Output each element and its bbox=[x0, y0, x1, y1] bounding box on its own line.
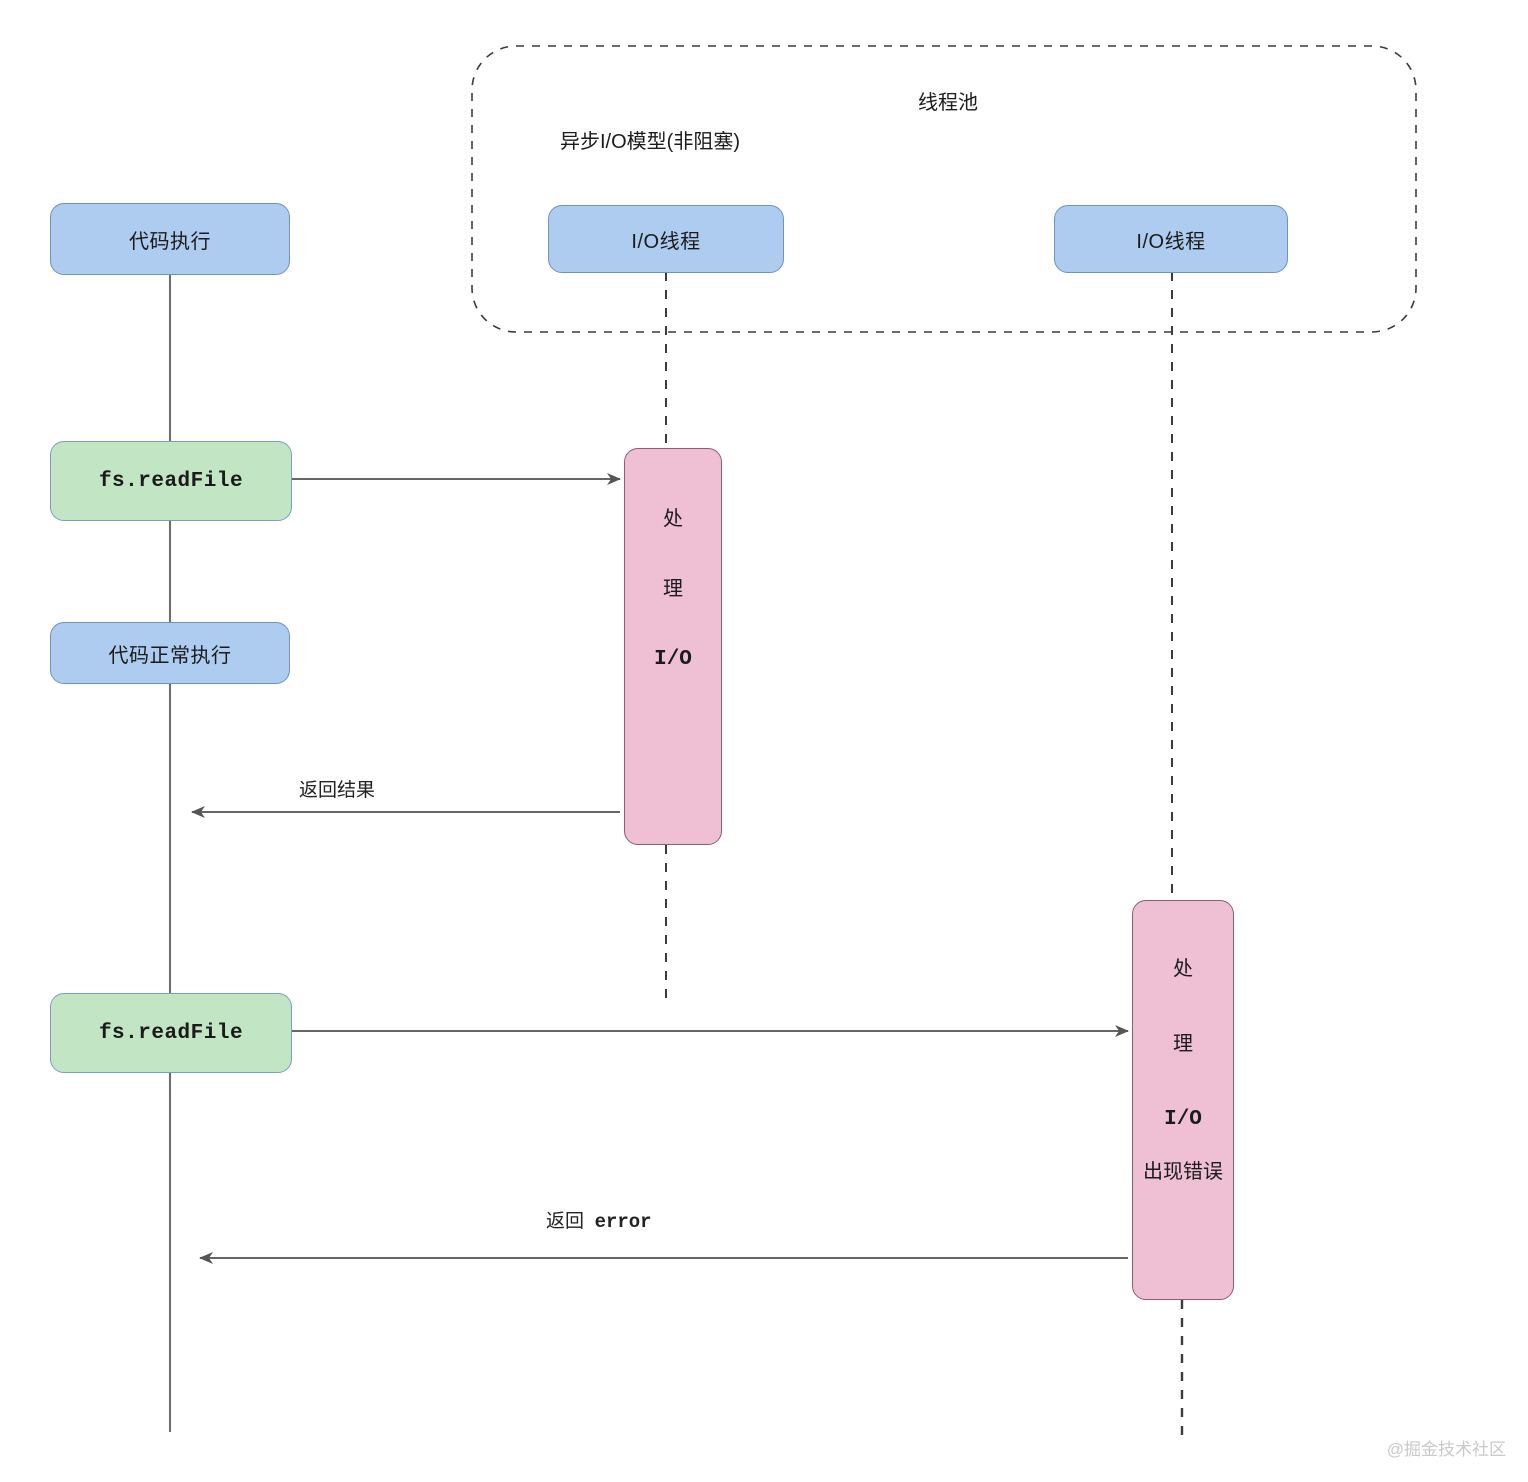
async-io-model-subtitle: 异步I/O模型(非阻塞) bbox=[560, 131, 740, 153]
edge-label-return-error: 返回 error bbox=[546, 1206, 652, 1233]
node-process-io-2-line1: 处 bbox=[1173, 958, 1193, 980]
node-io-thread-1-label: I/O线程 bbox=[631, 230, 701, 253]
node-process-io-2-line4: 出现错误 bbox=[1143, 1161, 1223, 1183]
node-fs-readfile-1-label: fs.readFile bbox=[98, 469, 244, 493]
thread-pool-title: 线程池 bbox=[918, 92, 978, 114]
node-process-io-1-line2: 理 bbox=[663, 578, 683, 600]
node-process-io-1-line3: I/O bbox=[654, 648, 692, 671]
node-process-io-1[interactable]: 处 理 I/O bbox=[624, 448, 722, 845]
node-code-normal-exec-label: 代码正常执行 bbox=[108, 644, 232, 667]
node-process-io-2-line2: 理 bbox=[1173, 1033, 1193, 1055]
node-io-thread-2[interactable]: I/O线程 bbox=[1054, 205, 1288, 273]
node-io-thread-2-label: I/O线程 bbox=[1136, 230, 1206, 253]
node-io-thread-1[interactable]: I/O线程 bbox=[548, 205, 784, 273]
edge-label-return-result: 返回结果 bbox=[299, 780, 376, 801]
node-fs-readfile-2-label: fs.readFile bbox=[98, 1021, 244, 1045]
node-process-io-1-line1: 处 bbox=[663, 508, 683, 530]
node-code-exec[interactable]: 代码执行 bbox=[50, 203, 290, 275]
node-code-normal-exec[interactable]: 代码正常执行 bbox=[50, 622, 290, 684]
edge-label-return-error-en: error bbox=[594, 1211, 652, 1233]
edge-label-return-error-cn: 返回 bbox=[546, 1211, 585, 1232]
node-code-exec-label: 代码执行 bbox=[129, 230, 211, 253]
node-process-io-2-stack: 处 理 I/O 出现错误 bbox=[1133, 959, 1233, 1182]
watermark: @掘金技术社区 bbox=[1386, 1440, 1506, 1459]
node-process-io-2[interactable]: 处 理 I/O 出现错误 bbox=[1132, 900, 1234, 1300]
node-process-io-1-stack: 处 理 I/O bbox=[625, 509, 721, 670]
node-process-io-2-line3: I/O bbox=[1164, 1108, 1202, 1131]
node-fs-readfile-1[interactable]: fs.readFile bbox=[50, 441, 292, 521]
node-fs-readfile-2[interactable]: fs.readFile bbox=[50, 993, 292, 1073]
thread-pool-container bbox=[471, 45, 1417, 333]
